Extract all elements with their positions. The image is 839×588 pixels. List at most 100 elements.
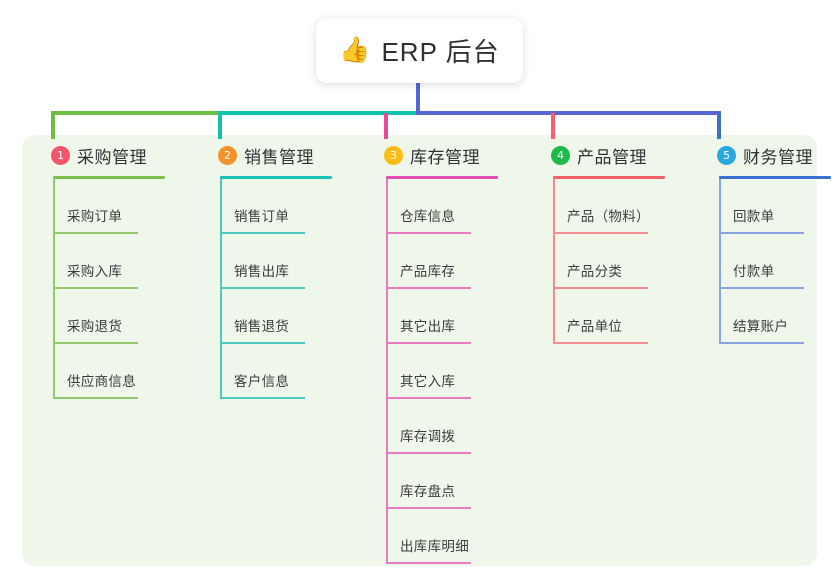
leaf-item[interactable]: 采购订单 [35,179,170,234]
connector-stub-sales [218,113,222,139]
leaf-item-label: 仓库信息 [400,209,456,224]
leaf-item-underline [220,287,305,289]
leaf-item[interactable]: 其它入库 [368,344,503,399]
leaf-item-underline [386,397,471,399]
category-underline [53,176,165,179]
category-number-badge: 3 [384,145,403,165]
category-underline [553,176,665,179]
leaf-item[interactable]: 付款单 [701,234,836,289]
leaf-item[interactable]: 客户信息 [202,344,337,399]
category-header-inventory[interactable]: 3 库存管理 [368,142,503,168]
leaf-list-purchase: 采购订单采购入库采购退货供应商信息 [35,179,170,399]
category-header-product[interactable]: 4 产品管理 [535,142,675,168]
leaf-item-label: 产品分类 [567,264,623,279]
leaf-list-inventory: 仓库信息产品库存其它出库其它入库库存调拨库存盘点出库库明细 [368,179,503,564]
category-column-finance: 5 财务管理回款单付款单结算账户 [701,142,836,344]
leaf-item-label: 库存调拨 [400,429,456,444]
leaf-item-underline [53,287,138,289]
category-column-purchase: 1 采购管理采购订单采购入库采购退货供应商信息 [35,142,170,399]
leaf-item-underline [220,397,305,399]
leaf-spine [719,179,721,344]
leaf-item[interactable]: 采购退货 [35,289,170,344]
leaf-item-label: 其它出库 [400,319,456,334]
leaf-item-label: 其它入库 [400,374,456,389]
leaf-item-label: 采购订单 [67,209,123,224]
leaf-list-sales: 销售订单销售出库销售退货客户信息 [202,179,337,399]
leaf-item-label: 出库库明细 [400,539,469,554]
leaf-item-underline [386,232,471,234]
leaf-item-underline [719,232,804,234]
diagram-background-panel [22,135,817,566]
connector-root-stem [416,83,420,114]
root-node-erp-backend[interactable]: 👍 ERP 后台 [316,18,523,83]
leaf-item-underline [386,507,471,509]
leaf-item[interactable]: 出库库明细 [368,509,503,564]
category-label: 采购管理 [77,147,147,167]
category-label: 产品管理 [577,147,647,167]
leaf-item-label: 产品单位 [567,319,623,334]
leaf-item[interactable]: 供应商信息 [35,344,170,399]
leaf-item-underline [220,232,305,234]
leaf-item-label: 产品（物料） [567,209,650,224]
leaf-item-underline [53,232,138,234]
leaf-item[interactable]: 库存盘点 [368,454,503,509]
leaf-item-underline [553,287,648,289]
category-number-badge: 5 [717,145,736,165]
leaf-spine [553,179,555,344]
leaf-item-label: 库存盘点 [400,484,456,499]
connector-stub-product [551,113,555,139]
leaf-spine [386,179,388,564]
leaf-item[interactable]: 销售出库 [202,234,337,289]
leaf-item-underline [386,452,471,454]
leaf-spine [220,179,222,399]
connector-segment-green [51,111,220,115]
leaf-item-underline [220,342,305,344]
leaf-item-label: 客户信息 [234,374,290,389]
leaf-item-label: 销售退货 [234,319,290,334]
category-underline [719,176,831,179]
leaf-item[interactable]: 销售订单 [202,179,337,234]
leaf-list-product: 产品（物料） 产品分类产品单位 [535,179,675,344]
leaf-item[interactable]: 回款单 [701,179,836,234]
leaf-item[interactable]: 其它出库 [368,289,503,344]
category-column-product: 4 产品管理产品（物料） 产品分类产品单位 [535,142,675,344]
category-number-badge: 1 [51,145,70,165]
leaf-item-label: 供应商信息 [67,374,136,389]
leaf-item[interactable]: 库存调拨 [368,399,503,454]
leaf-item-underline [386,287,471,289]
root-node-title: ERP 后台 [381,37,500,67]
connector-stub-inventory [384,113,388,139]
connector-segment-blue [416,111,721,115]
leaf-item[interactable]: 产品库存 [368,234,503,289]
category-label: 库存管理 [410,147,480,167]
leaf-item[interactable]: 结算账户 [701,289,836,344]
leaf-item-underline [719,287,804,289]
category-header-finance[interactable]: 5 财务管理 [701,142,836,168]
leaf-item-label: 采购入库 [67,264,123,279]
leaf-item[interactable]: 产品（物料） [535,179,675,234]
leaf-item-label: 产品库存 [400,264,456,279]
leaf-item-underline [386,562,471,564]
leaf-spine [53,179,55,399]
leaf-item-underline [719,342,804,344]
leaf-item-label: 销售出库 [234,264,290,279]
leaf-item[interactable]: 仓库信息 [368,179,503,234]
category-label: 销售管理 [244,147,314,167]
leaf-item[interactable]: 销售退货 [202,289,337,344]
category-label: 财务管理 [743,147,813,167]
leaf-item[interactable]: 产品单位 [535,289,675,344]
leaf-item-underline [53,397,138,399]
category-header-purchase[interactable]: 1 采购管理 [35,142,170,168]
connector-stub-finance [717,113,721,139]
thumbs-up-icon: 👍 [339,36,371,64]
connector-stub-purchase [51,113,55,139]
leaf-list-finance: 回款单付款单结算账户 [701,179,836,344]
leaf-item[interactable]: 产品分类 [535,234,675,289]
leaf-item-underline [53,342,138,344]
category-underline [386,176,498,179]
category-underline [220,176,332,179]
category-number-badge: 4 [551,145,570,165]
leaf-item[interactable]: 采购入库 [35,234,170,289]
